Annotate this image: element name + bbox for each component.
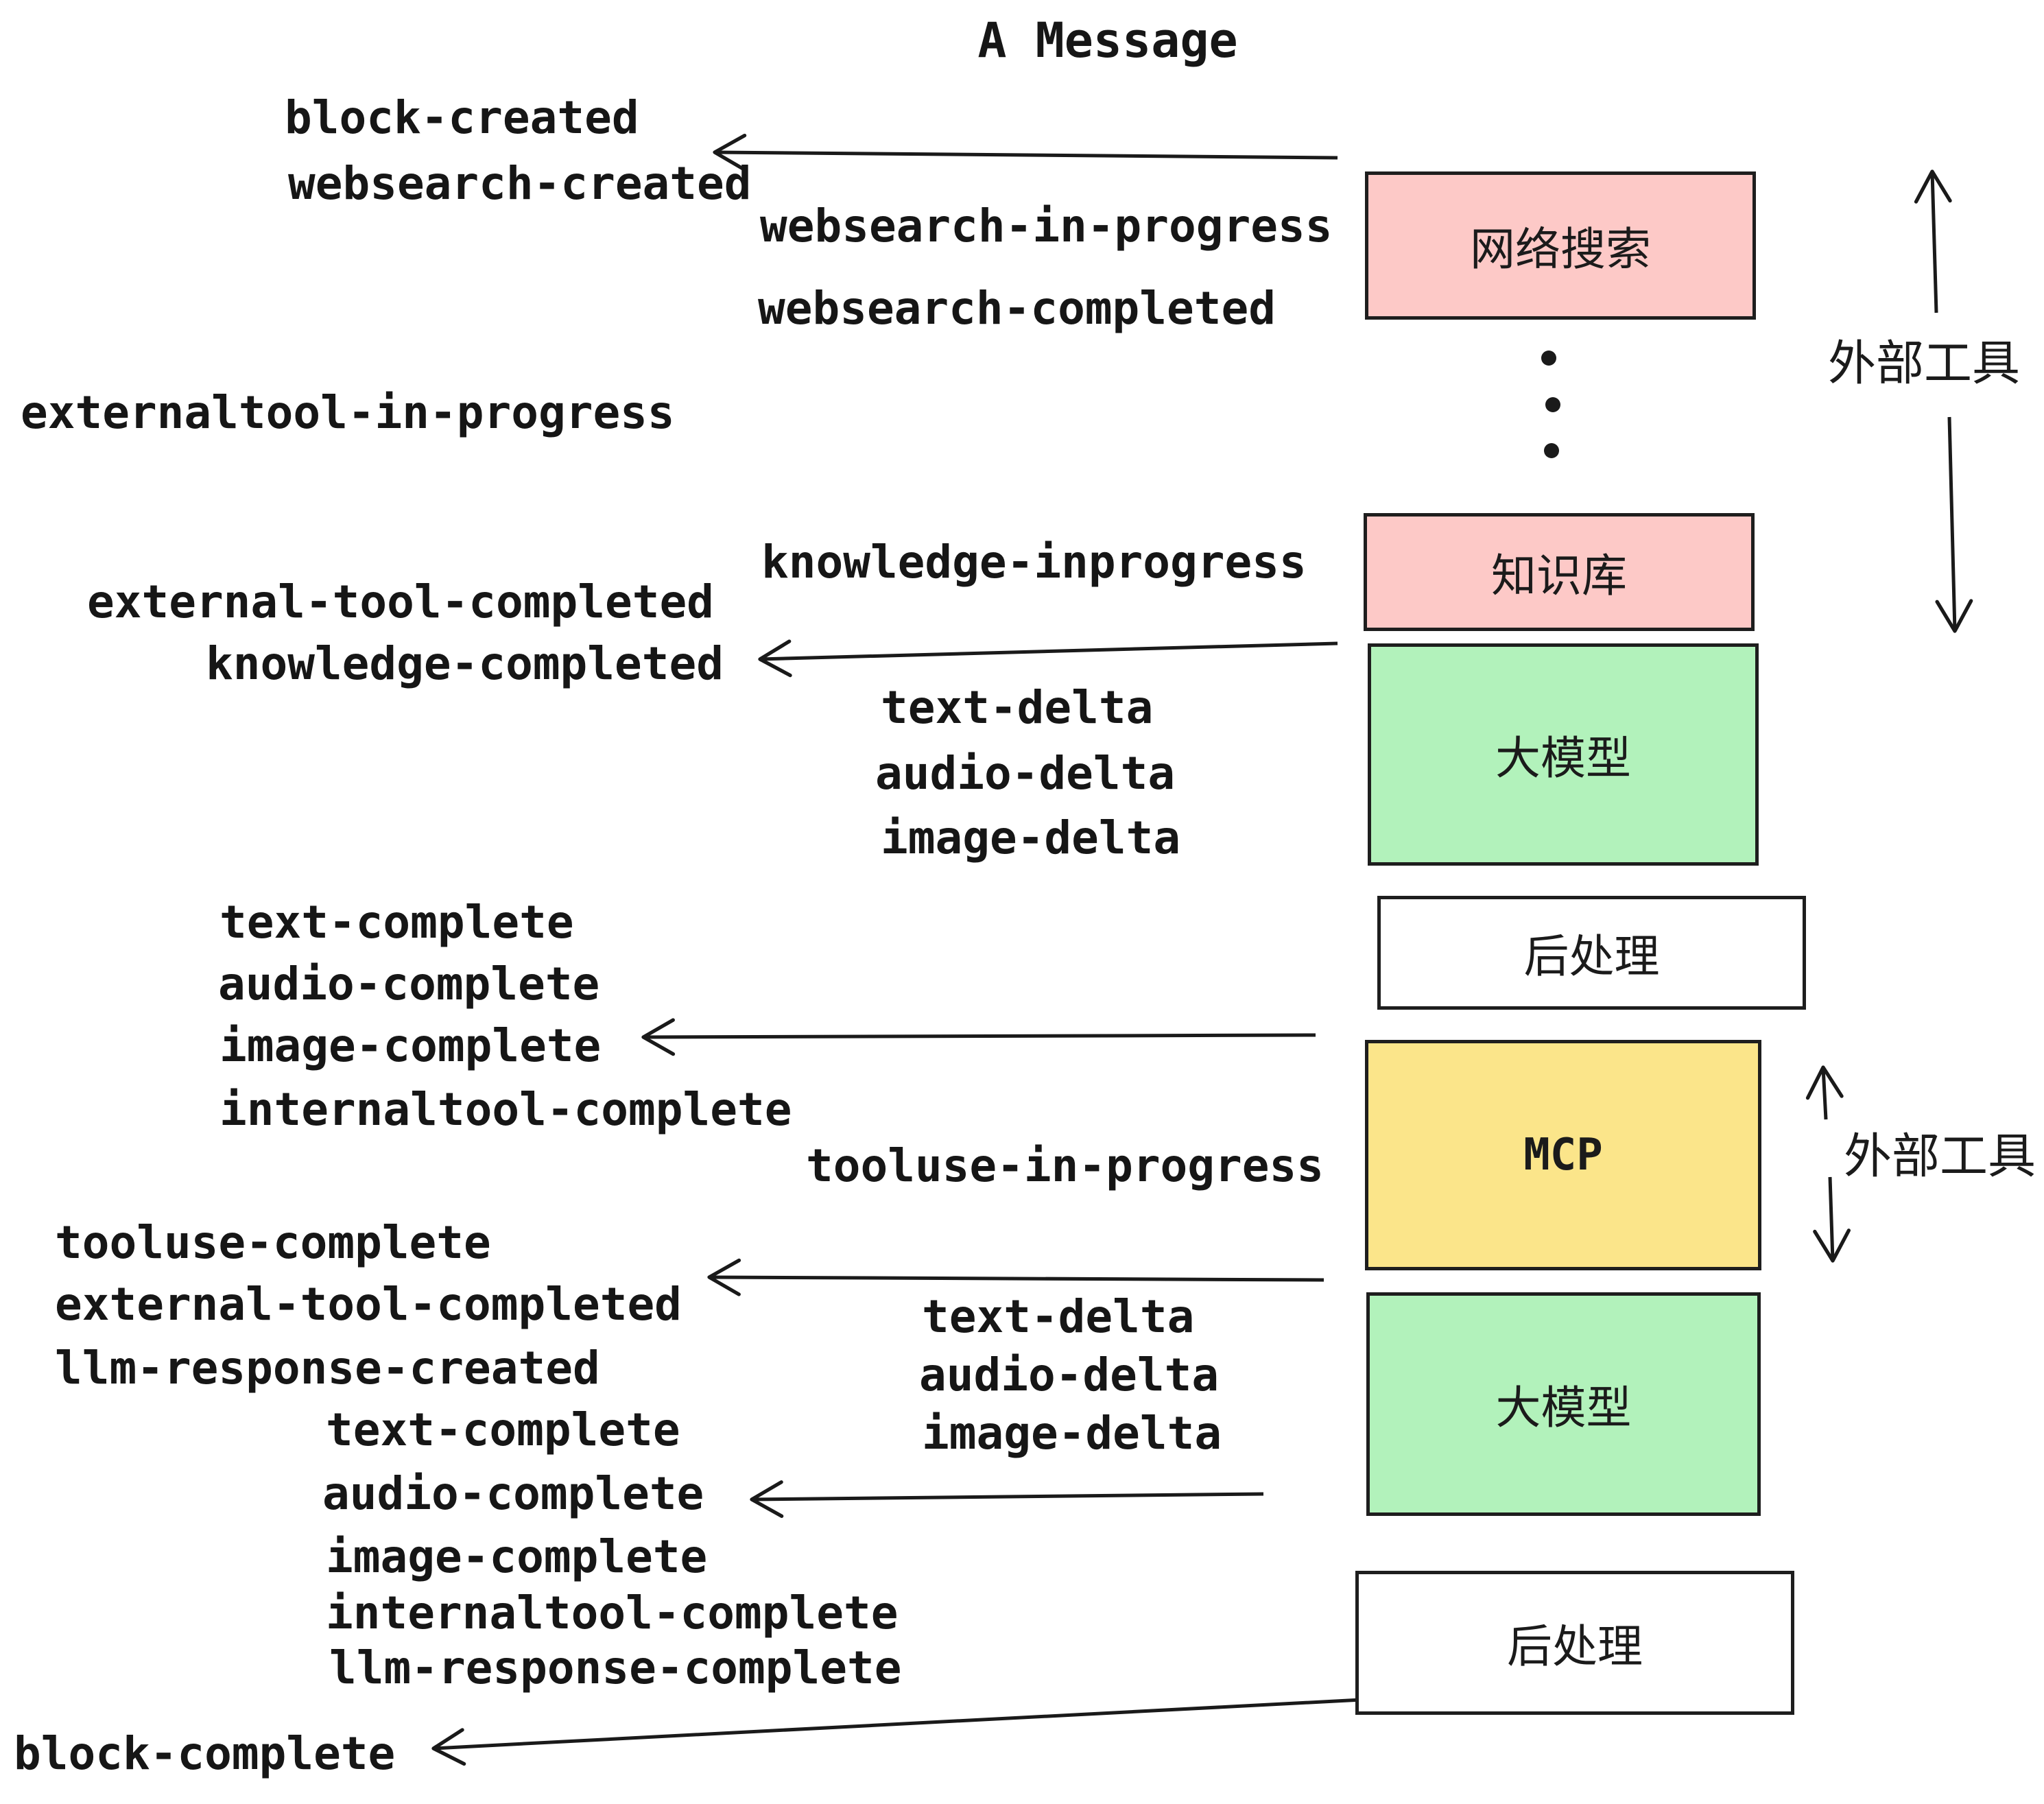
event-label-external-tool-completed-1: external-tool-completed <box>87 575 714 628</box>
external-tools-top-label: 外部工具 <box>1828 335 2020 392</box>
box-websearch: 网络搜索 <box>1365 171 1756 320</box>
event-label-externaltool-in-progress: externaltool-in-progress <box>21 386 675 439</box>
diagram-title: A Message <box>977 12 1238 69</box>
box-llm-1-label: 大模型 <box>1495 732 1631 785</box>
ellipsis-dots <box>1541 351 1560 458</box>
event-label-external-tool-completed-2: external-tool-completed <box>55 1278 682 1331</box>
event-label-knowledge-completed: knowledge-completed <box>206 637 724 690</box>
box-llm-2: 大模型 <box>1366 1292 1761 1516</box>
box-llm-2-label: 大模型 <box>1495 1381 1632 1434</box>
arrow-llm2-to-audio-complete <box>750 1480 1264 1518</box>
event-label-image-complete-2: image-complete <box>326 1530 708 1583</box>
box-llm-1: 大模型 <box>1368 643 1759 866</box>
event-label-image-delta-2: image-delta <box>922 1407 1222 1460</box>
event-label-audio-complete-2: audio-complete <box>322 1467 704 1520</box>
event-label-audio-complete-1: audio-complete <box>218 958 600 1010</box>
box-knowledge-label: 知识库 <box>1491 549 1627 602</box>
box-postprocess-1: 后处理 <box>1377 896 1806 1010</box>
box-postprocess-1-label: 后处理 <box>1523 930 1660 983</box>
event-label-knowledge-inprogress: knowledge-inprogress <box>761 536 1307 589</box>
event-label-image-delta-1: image-delta <box>881 811 1181 864</box>
external-tools-mid-arrow-up <box>1805 1065 1844 1120</box>
event-label-tooluse-in-progress: tooluse-in-progress <box>806 1139 1324 1192</box>
external-tools-mid-label: 外部工具 <box>1844 1128 2036 1185</box>
event-label-text-delta-1: text-delta <box>881 681 1154 734</box>
event-label-audio-delta-1: audio-delta <box>875 747 1176 800</box>
event-label-llm-response-complete: llm-response-complete <box>329 1641 902 1694</box>
external-tools-top-arrow-down <box>1935 416 1973 633</box>
event-label-internaltool-complete-1: internaltool-complete <box>219 1083 792 1136</box>
box-knowledge: 知识库 <box>1364 513 1755 631</box>
event-label-llm-response-created: llm-response-created <box>55 1342 600 1394</box>
arrow-postprocess2-to-block-complete <box>431 1698 1362 1766</box>
box-mcp: MCP <box>1365 1040 1761 1270</box>
event-label-audio-delta-2: audio-delta <box>919 1349 1220 1401</box>
arrow-llm1-to-knowledge-completed <box>758 639 1338 678</box>
external-tools-mid-arrow-down <box>1813 1176 1851 1263</box>
box-websearch-label: 网络搜索 <box>1470 223 1651 276</box>
arrow-mcp-to-image-complete <box>641 1018 1316 1056</box>
event-label-websearch-completed: websearch-completed <box>758 282 1276 335</box>
event-label-text-delta-2: text-delta <box>922 1290 1195 1343</box>
event-label-block-created: block-created <box>285 91 639 144</box>
arrow-llm2-to-tooluse-complete <box>707 1258 1324 1296</box>
event-label-websearch-in-progress: websearch-in-progress <box>760 200 1333 252</box>
box-postprocess-2-label: 后处理 <box>1507 1620 1643 1673</box>
event-label-websearch-created: websearch-created <box>288 157 752 210</box>
event-label-text-complete-1: text-complete <box>219 896 574 949</box>
event-label-internaltool-complete-2: internaltool-complete <box>326 1587 899 1639</box>
box-mcp-label: MCP <box>1523 1130 1603 1180</box>
event-label-block-complete: block-complete <box>14 1727 396 1780</box>
event-label-image-complete-1: image-complete <box>219 1019 602 1072</box>
box-postprocess-2: 后处理 <box>1355 1571 1794 1715</box>
event-label-tooluse-complete: tooluse-complete <box>55 1216 491 1269</box>
event-label-text-complete-2: text-complete <box>326 1403 680 1456</box>
external-tools-top-arrow-up <box>1914 169 1952 313</box>
arrow-websearch-to-block-created <box>713 133 1338 171</box>
